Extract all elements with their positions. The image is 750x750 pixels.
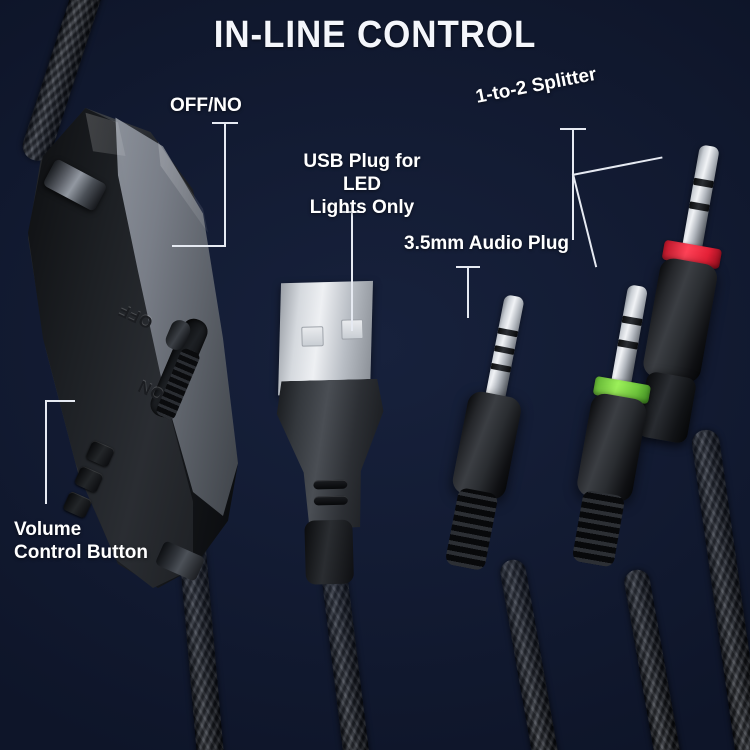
- leader-offno-arm: [172, 245, 226, 247]
- leader-volume-stem: [45, 400, 47, 504]
- usb-strain-relief: [304, 519, 354, 585]
- callout-label-offno: OFF/NO: [170, 95, 242, 116]
- page-title: IN-LINE CONTROL: [213, 14, 537, 56]
- headphone-plug-pin: [611, 284, 649, 387]
- leader-splitter-branch-upper: [571, 156, 663, 176]
- volume-button-3[interactable]: [62, 490, 93, 519]
- leader-usb-stem: [351, 211, 353, 331]
- microphone-plug-pin: [682, 144, 720, 251]
- leader-audio-stem: [467, 266, 469, 318]
- leader-volume-arm: [45, 400, 75, 402]
- callout-label-usb: USB Plug for LED Lights Only: [303, 151, 421, 219]
- usb-plastic-housing: [273, 379, 387, 530]
- leader-offno-stem: [224, 122, 226, 246]
- leader-splitter-stem: [572, 128, 574, 240]
- audio-plug-strain-relief: [444, 487, 499, 572]
- inline-control-module[interactable]: OFF ON: [8, 108, 258, 588]
- callout-label-audio: 3.5mm Audio Plug: [404, 233, 570, 254]
- callout-label-volume: Volume Control Button: [14, 519, 149, 564]
- usb-grip-ridge-1: [313, 479, 348, 490]
- usb-connector[interactable]: [264, 280, 398, 585]
- usb-grip-ridge-2: [313, 495, 348, 506]
- leader-splitter-branch-lower: [572, 173, 597, 268]
- cable-splitter-trunk: [690, 428, 750, 750]
- headphone-plug-barrel: [575, 391, 649, 504]
- callout-label-splitter: 1-to-2 Splitter: [473, 63, 599, 108]
- audio-plug-4pole[interactable]: [424, 290, 575, 603]
- audio-plug-barrel: [450, 389, 524, 502]
- usb-contact-slot-left: [301, 326, 324, 347]
- cable-green-tail: [622, 567, 687, 750]
- headphone-plug-strain-relief: [571, 489, 626, 568]
